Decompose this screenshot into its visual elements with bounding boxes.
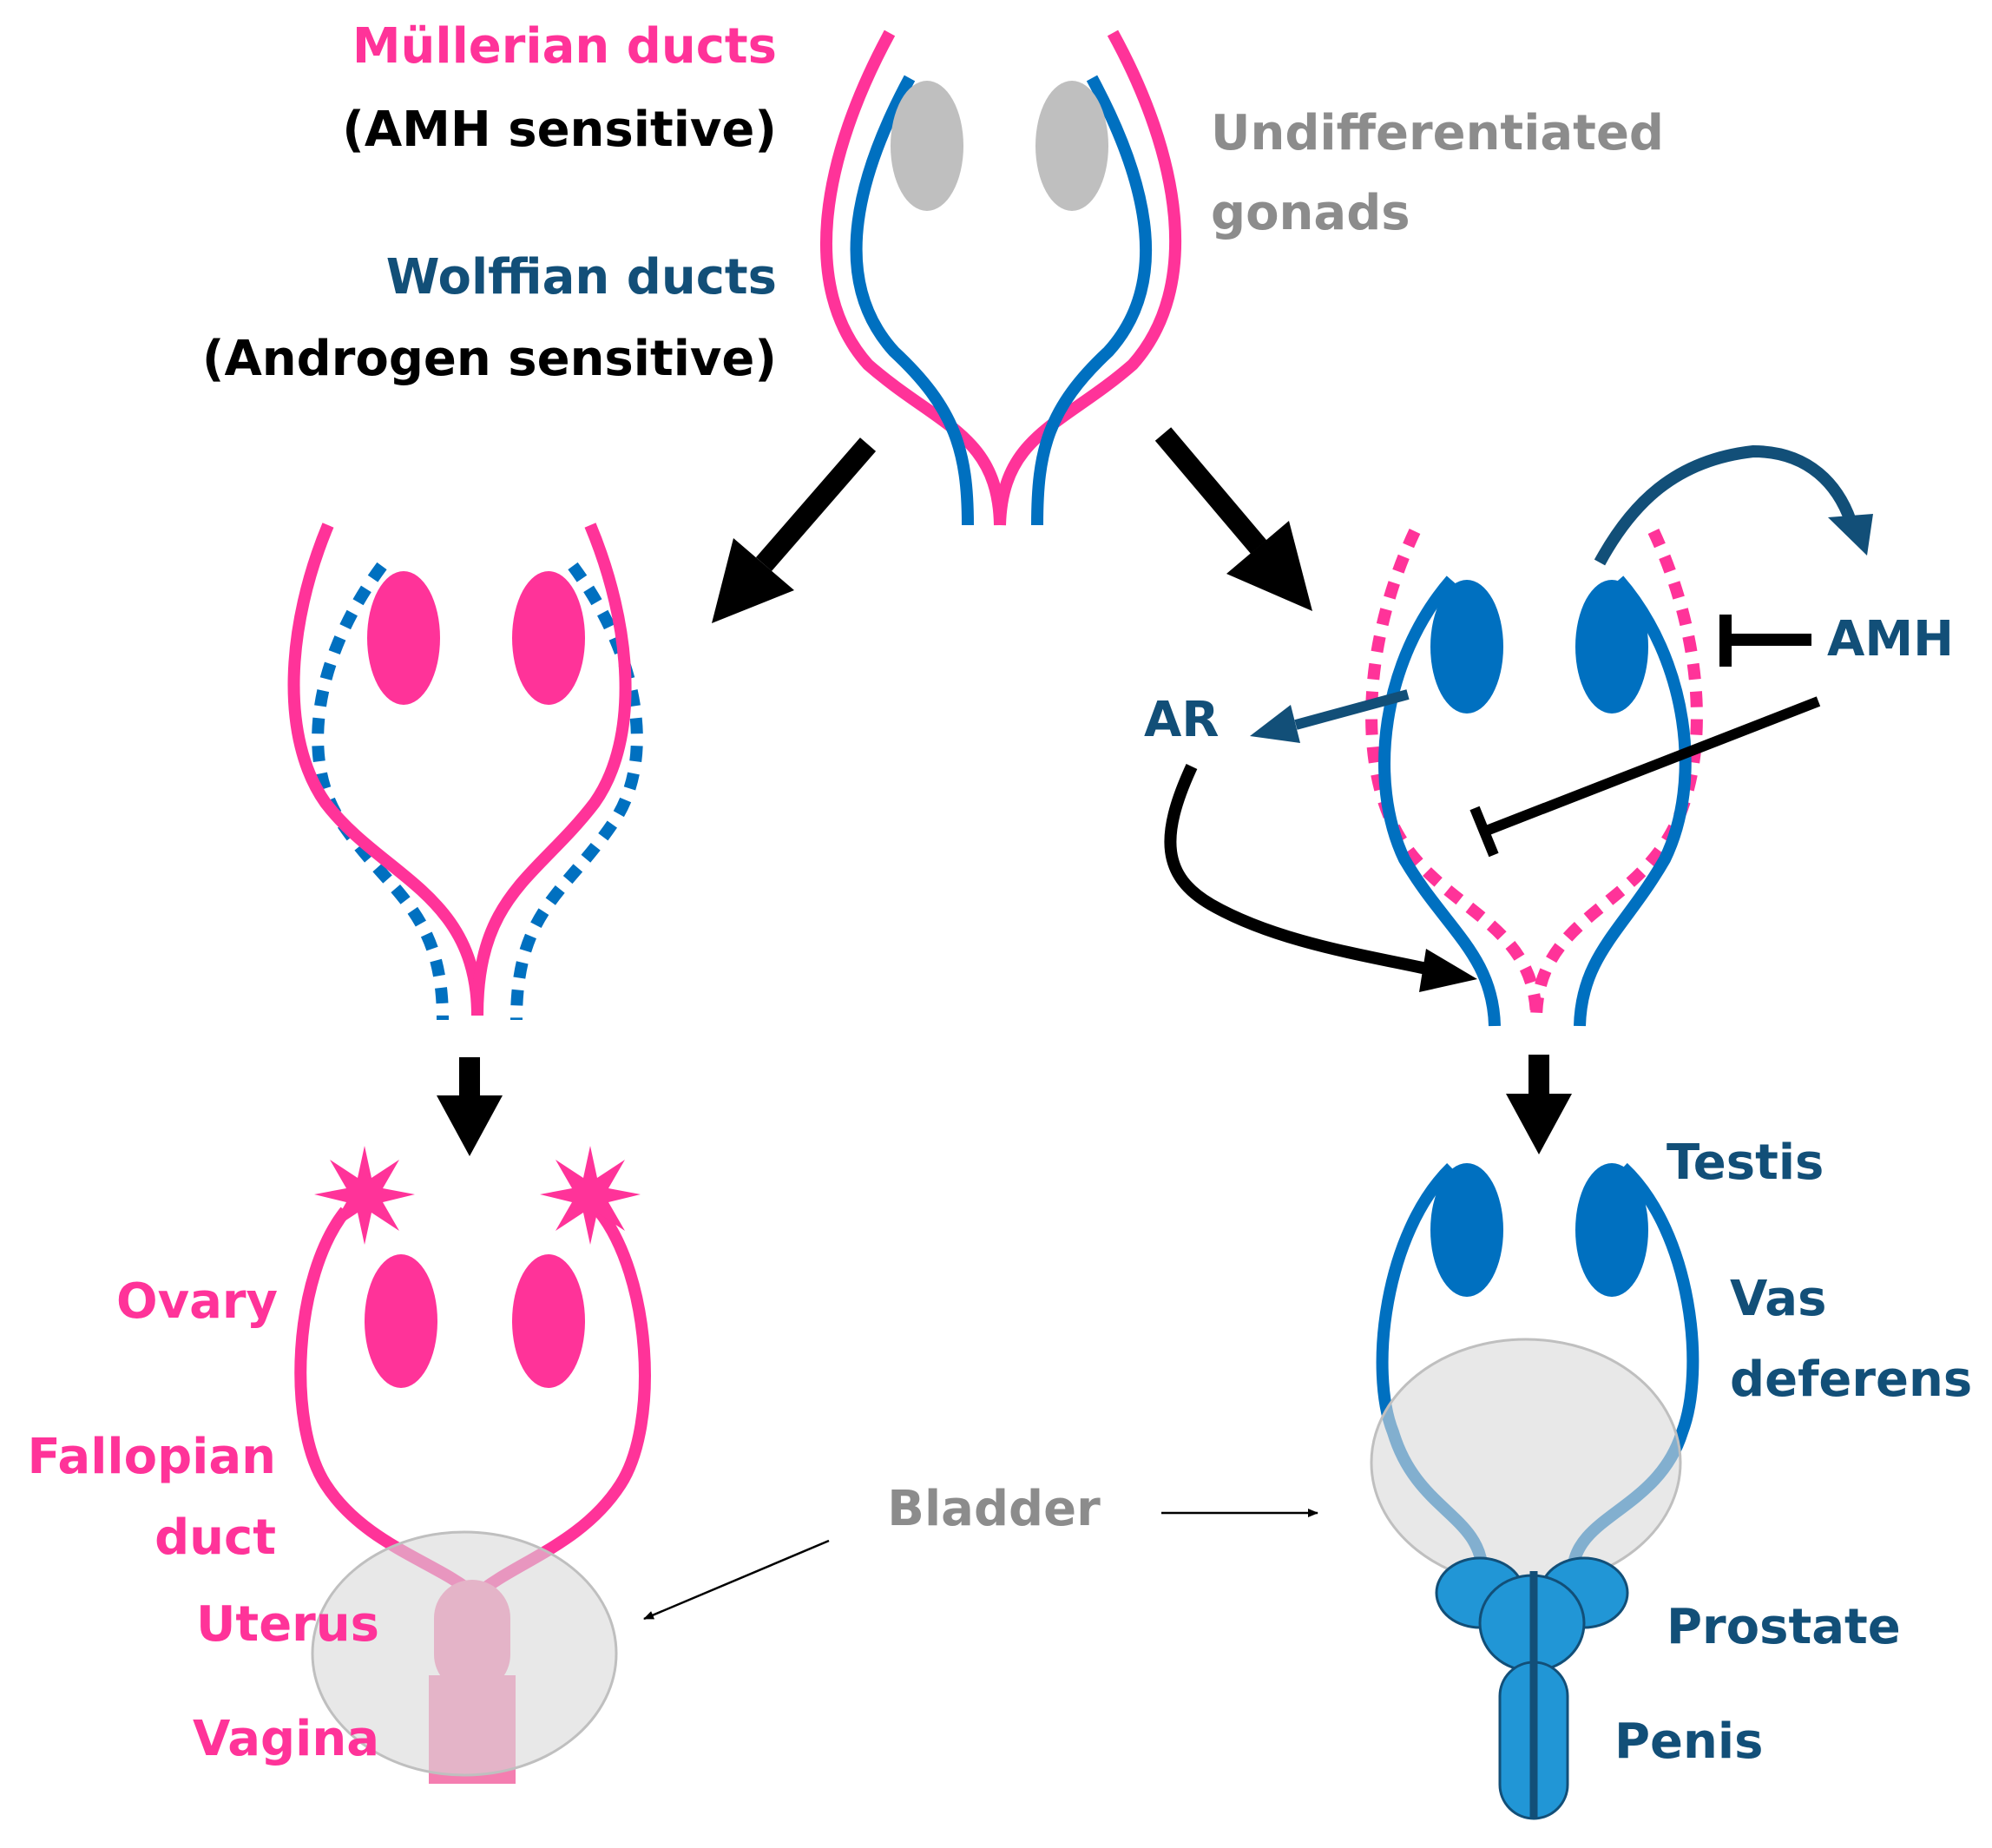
undifferentiated-gonad-right [1035, 81, 1108, 211]
bladder-pointer-female [643, 1539, 830, 1621]
fimbria-left-icon [314, 1146, 415, 1245]
testis-right [1575, 1163, 1648, 1297]
bladder-male [1370, 1338, 1682, 1588]
amh-inhibition-lower [1469, 696, 1821, 858]
ar-to-wolffian-arrow [1164, 764, 1477, 992]
penis-label: Penis [1614, 1713, 1763, 1770]
prostate-label: Prostate [1667, 1599, 1901, 1655]
ar-label: AR [1144, 692, 1219, 748]
wolffian-note-label: (Androgen sensitive) [202, 331, 777, 387]
testis-left [1430, 1163, 1503, 1297]
ovary-developing-left [367, 571, 440, 705]
vas-deferens-label-line1: Vas [1730, 1271, 1826, 1327]
male-intermediate-stage [1365, 529, 1703, 1027]
ovary-right [512, 1254, 585, 1388]
testosterone-to-ar-arrow [1250, 689, 1410, 743]
undifferentiated-gonad-left [891, 81, 963, 211]
wolffian-ducts-label: Wolffian ducts [386, 249, 777, 306]
mullerian-duct-female-left [287, 523, 483, 1016]
fallopian-duct-label-line1: Fallopian [27, 1429, 276, 1485]
ovary-left [365, 1254, 437, 1388]
arrow-female-down [437, 1057, 503, 1156]
amh-secretion-arrow [1594, 444, 1873, 566]
amh-inhibition-upper [1719, 615, 1811, 667]
arrow-male-down [1506, 1055, 1572, 1154]
mullerian-ducts-label: Müllerian ducts [352, 18, 777, 75]
male-adult-tract [1370, 1162, 1699, 1820]
mullerian-note-label: (AMH sensitive) [342, 102, 777, 158]
ovary-label: Ovary [116, 1273, 278, 1330]
vas-deferens-label-line2: deferens [1730, 1351, 1972, 1408]
mullerian-duct-left [820, 30, 1006, 526]
fallopian-duct-label-line2: duct [154, 1509, 276, 1566]
arrow-to-male [1154, 427, 1312, 611]
amh-label: AMH [1827, 611, 1954, 668]
testis-developing-left [1430, 580, 1503, 714]
undifferentiated-gonads-label-line1: Undifferentiated [1211, 105, 1664, 161]
mullerian-duct-right [994, 30, 1182, 526]
bladder-female [311, 1530, 618, 1777]
undifferentiated-stage [820, 30, 1182, 526]
undifferentiated-gonads-label-line2: gonads [1211, 185, 1410, 241]
mullerian-duct-female-right [471, 523, 632, 1016]
female-intermediate-stage [287, 523, 643, 1021]
wolffian-duct-male-left [1378, 575, 1501, 1027]
testis-developing-right [1575, 580, 1648, 714]
wolffian-duct-male-right [1574, 575, 1692, 1027]
ovary-developing-right [512, 571, 585, 705]
uterus-label: Uterus [196, 1596, 379, 1653]
wolffian-duct-right [1031, 75, 1153, 526]
arrow-to-female [712, 437, 877, 623]
wolffian-duct-left [850, 75, 974, 526]
vagina-label: Vagina [193, 1711, 379, 1767]
testis-label: Testis [1667, 1134, 1824, 1191]
fimbria-right-icon [540, 1146, 641, 1245]
female-adult-tract [294, 1146, 651, 1784]
bladder-label: Bladder [887, 1481, 1101, 1537]
